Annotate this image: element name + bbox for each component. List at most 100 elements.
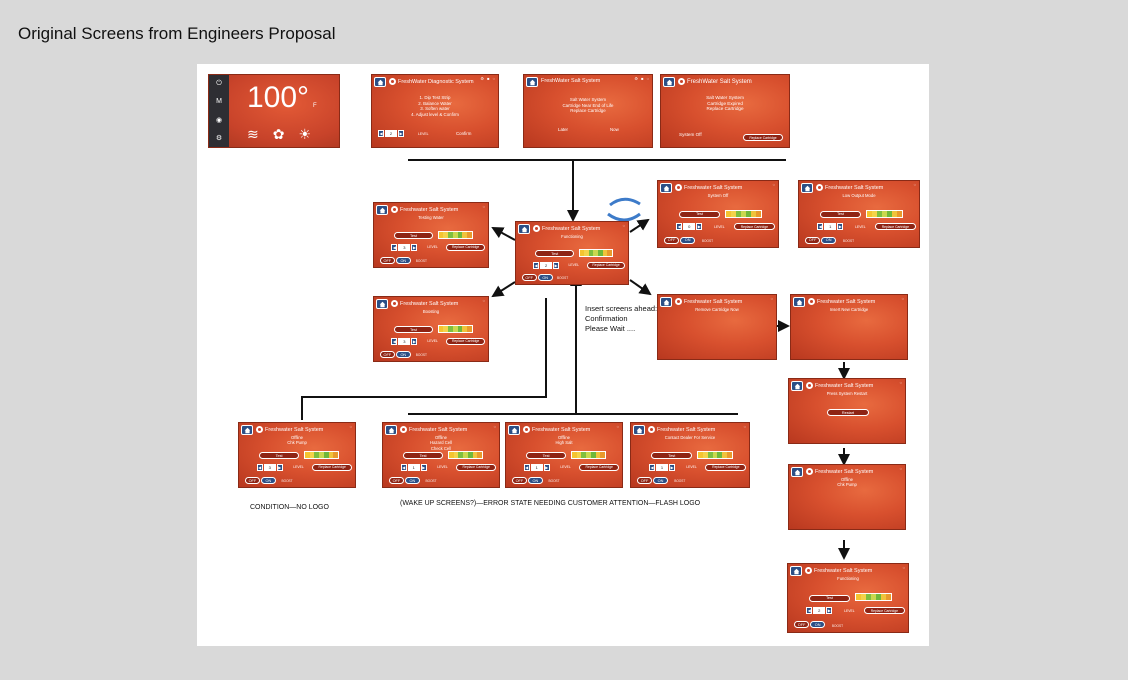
home-button[interactable] [508,425,520,435]
level-stepper[interactable]: ◀0▶ [676,223,703,231]
replace-cartridge-button[interactable]: Replace Cartridge [733,223,776,231]
test-strip-indicator [437,230,473,239]
restart-button[interactable]: Restart [826,409,870,417]
home-icon [244,427,250,433]
screen-title: Freshwater Salt System [400,426,467,433]
home-button[interactable] [790,566,802,576]
home-button[interactable] [793,297,805,307]
home-button[interactable] [663,77,675,87]
home-button[interactable] [241,425,253,435]
replace-cartridge-button[interactable]: Replace Cartridge [456,463,497,471]
test-button[interactable]: Test [819,210,862,218]
level-stepper[interactable]: ◀1▶ [523,463,550,471]
cartridge-expired-screen: FreshWater Salt System Salt Water System… [660,74,790,148]
home-icon [666,79,672,85]
boost-label: BOOST [831,623,844,628]
fan-icon[interactable]: ≋ [247,126,259,142]
screen-title: Freshwater Salt System [391,206,458,213]
replace-cartridge-button[interactable]: Replace Cartridge [312,463,353,471]
now-button[interactable]: Now [610,127,619,132]
on-button: ON [653,477,668,485]
level-label: LEVEL [418,132,429,136]
boost-label: BOOST [674,479,686,484]
home-button[interactable] [791,467,803,477]
logo-icon[interactable]: ✿ [272,126,285,142]
flame-icon[interactable]: ◉ [215,116,223,124]
status-text: Contact Dealer For Service [664,435,716,440]
status-text: Testing Water [418,215,444,220]
decrease-icon: ◀ [533,261,540,269]
level-stepper[interactable]: ◀1▶ [649,463,675,471]
home-button[interactable] [374,77,386,87]
level-stepper[interactable]: ◀1▶ [817,223,844,231]
later-button[interactable]: Later [558,127,569,132]
test-button[interactable]: Test [651,452,693,460]
test-button[interactable]: Test [393,232,434,240]
level-stepper[interactable]: ◀1▶ [400,463,427,471]
home-icon [663,299,669,305]
off-button: OFF [379,257,395,265]
status-text: Remove Cartridge Now [695,307,739,312]
remove-cartridge-screen: Freshwater Salt System◌Remove Cartridge … [657,294,777,360]
level-stepper[interactable]: ◀3▶ [256,463,283,471]
test-button[interactable]: Test [526,452,567,460]
on-button: ON [527,477,543,485]
test-button[interactable]: Test [259,452,300,460]
home-button[interactable] [801,183,813,193]
home-button[interactable] [376,205,388,215]
level-stepper[interactable]: ◀3▶ [391,243,418,251]
level-stepper[interactable]: ◀2▶ [533,261,560,269]
home-button[interactable] [660,183,672,193]
level-stepper[interactable]: ◀2▶ [378,130,404,137]
replace-cartridge-button[interactable]: Replace Cartridge [445,243,486,251]
insert-cartridge-screen: Freshwater Salt System◌Insert New Cartri… [790,294,908,360]
home-button[interactable] [376,299,388,309]
replace-cartridge-button[interactable]: Replace Cartridge [445,337,486,345]
status-text: Boosting [422,309,440,314]
home-button[interactable] [660,297,672,307]
light-icon[interactable]: ☀ [298,126,312,142]
gear-icon[interactable]: ⚙ [215,134,223,142]
home-button[interactable] [791,381,803,391]
replace-cartridge-button[interactable]: Replace Cartridge [586,261,626,269]
test-button[interactable]: Test [808,594,851,602]
replace-cartridge-button[interactable]: Replace Cartridge [743,134,783,141]
off-button: OFF [379,351,395,359]
home-icon [794,469,800,475]
replace-cartridge-button[interactable]: Replace Cartridge [874,223,917,231]
level-stepper[interactable]: ◀3▶ [391,337,418,345]
test-button[interactable]: Test [678,210,721,218]
home-button[interactable] [518,224,530,234]
replace-cartridge-button[interactable]: Replace Cartridge [705,463,747,471]
test-button[interactable]: Test [535,250,575,258]
replace-cartridge-button[interactable]: Replace Cartridge [863,607,906,615]
confirm-button[interactable]: Confirm [456,131,472,136]
test-button[interactable]: Test [403,452,444,460]
level-stepper[interactable]: ◀2▶ [806,607,833,615]
on-button: ON [260,477,276,485]
home-button[interactable] [385,425,397,435]
home-button[interactable] [633,425,645,435]
boost-label: BOOST [281,479,293,484]
test-button[interactable]: Test [393,326,434,334]
wake-up-note: (WAKE UP SCREENS?)—ERROR STATE NEEDING C… [400,500,701,507]
increase-icon: ▶ [411,337,418,345]
m-mode-icon[interactable]: M [216,98,222,106]
replace-cartridge-button[interactable]: Replace Cartridge [579,463,620,471]
screen-title: Freshwater Salt System [805,567,872,574]
power-icon[interactable]: ⏻ [216,80,222,88]
home-button[interactable] [526,77,538,87]
